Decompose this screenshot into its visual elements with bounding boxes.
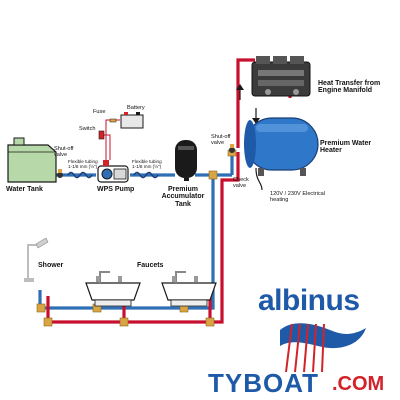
sink-right [161, 271, 217, 307]
electrical-wiring [104, 119, 120, 160]
shutoff-valve-left [57, 169, 63, 178]
shower-label: Shower [38, 262, 64, 269]
fuse [109, 118, 117, 123]
premium-accumulator-tank [175, 140, 197, 181]
switch [98, 130, 105, 140]
wps-pump [97, 160, 129, 183]
flow-arrow-down [252, 108, 260, 124]
premium-water-heater [244, 117, 319, 176]
flexible-tubing-right-label: Flexible tubing 1-1/8 mm (½") [132, 159, 162, 169]
electrical-heating-label: 120V / 230V Electrical heating [270, 191, 326, 203]
albinus-logo-text: albinus [258, 284, 360, 317]
tyboat-logo-text: TYBOAT [208, 368, 319, 398]
shower [24, 237, 49, 282]
engine-block [251, 56, 311, 97]
shutoff-valve-right [229, 144, 235, 153]
accumulator-tank-label: Premium Accumulator Tank [161, 186, 205, 208]
tyboat-tld-text: .COM [332, 373, 385, 395]
electrical-cable [255, 167, 263, 191]
shutoff-valve-left-label: Shut-off valve [54, 146, 74, 158]
faucets-label: Faucets [137, 262, 164, 269]
sink-left [85, 271, 141, 307]
battery [120, 112, 144, 129]
water-heater-label: Premium Water Heater [320, 140, 372, 155]
switch-label: Switch [79, 126, 96, 132]
water-tank [7, 137, 57, 183]
flow-arrow-up [236, 84, 244, 100]
fuse-label: Fuse [93, 109, 106, 115]
check-valve-label: Check valve [233, 177, 249, 189]
flexible-tubing-left-label: Flexible tubing 1-1/8 mm (½") [68, 159, 98, 169]
wps-pump-label: WPS Pump [97, 186, 135, 193]
flexible-tubing-coil-left [67, 171, 93, 179]
water-tank-label: Water Tank [6, 186, 43, 193]
battery-label: Battery [127, 105, 145, 111]
shutoff-valve-right-label: Shut-off valve [211, 134, 231, 146]
heat-transfer-label: Heat Transfer from Engine Manifold [318, 80, 381, 95]
albinus-logo-graphic [280, 323, 366, 373]
flexible-tubing-coil-right [133, 171, 159, 179]
